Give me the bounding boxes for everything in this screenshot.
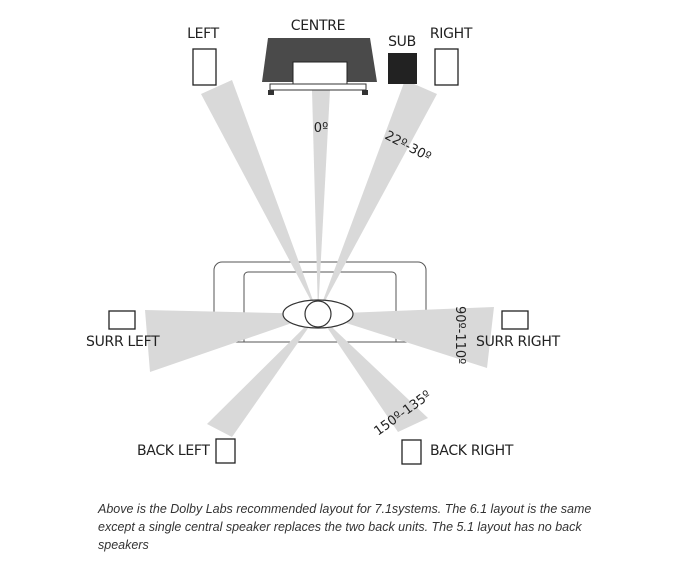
listener	[282, 299, 354, 329]
beam-centre	[312, 90, 330, 314]
label-sub: SUB	[388, 34, 416, 50]
label-centre: CENTRE	[291, 18, 345, 34]
beam-back-right	[318, 314, 428, 432]
label-right: RIGHT	[430, 26, 473, 42]
back-right-speaker	[401, 439, 422, 465]
angle-centre: 0º	[314, 121, 328, 136]
tv-body	[262, 38, 377, 82]
listener-head	[304, 300, 332, 328]
label-surr-right: SURR RIGHT	[476, 334, 561, 350]
beam-back-left	[207, 314, 318, 437]
label-back-right: BACK RIGHT	[430, 443, 514, 459]
surr-left-speaker	[108, 310, 136, 330]
beam-left	[201, 80, 318, 314]
centre-unit	[262, 38, 377, 95]
caption: Above is the Dolby Labs recommended layo…	[98, 502, 592, 552]
centre-speaker-box	[292, 61, 348, 85]
label-back-left: BACK LEFT	[137, 443, 210, 459]
tv-stand	[269, 83, 367, 91]
beams	[145, 80, 494, 437]
label-left: LEFT	[187, 26, 220, 42]
surr-right-speaker	[501, 310, 529, 330]
label-surr-left: SURR LEFT	[86, 334, 160, 350]
back-left-speaker	[215, 438, 236, 464]
beam-surr-left	[145, 310, 318, 372]
beam-right	[318, 80, 437, 314]
left-speaker	[192, 48, 217, 86]
sub-speaker	[388, 53, 417, 84]
beam-surr-right	[318, 307, 494, 368]
angle-surround: 90º-110º	[452, 306, 467, 364]
right-speaker	[434, 48, 459, 86]
